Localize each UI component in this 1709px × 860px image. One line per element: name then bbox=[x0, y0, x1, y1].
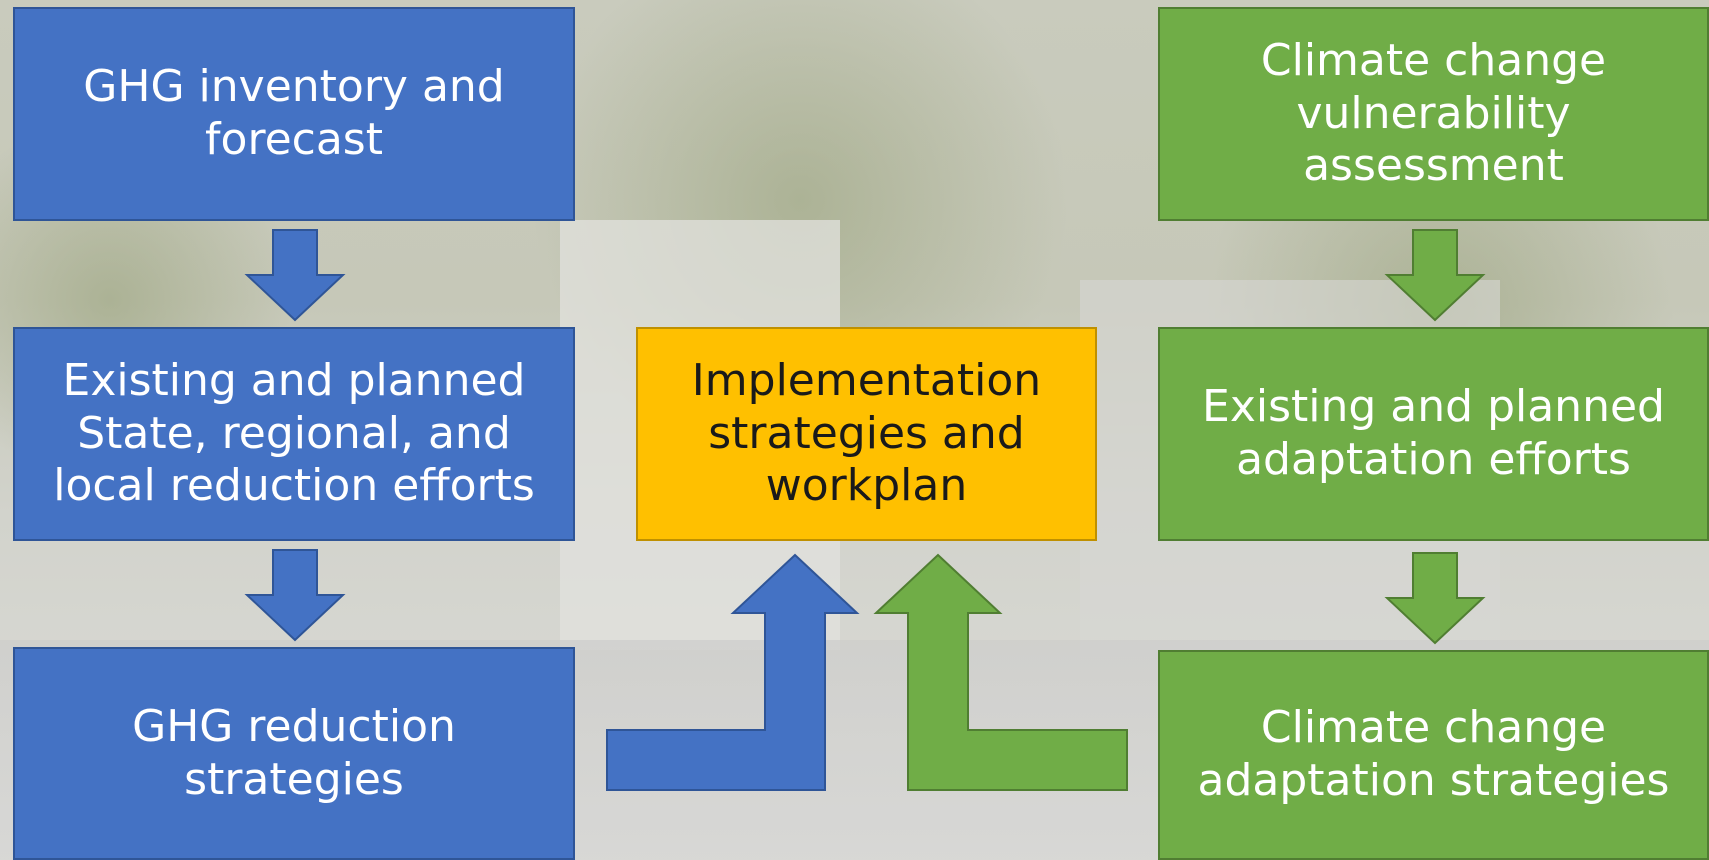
implementation-strategies-label: Implementation strategies and workplan bbox=[691, 354, 1042, 512]
down-arrow-icon bbox=[244, 229, 346, 322]
down-arrow-icon bbox=[1384, 229, 1486, 322]
adaptation-strategies-label: Climate change adaptation strategies bbox=[1197, 702, 1670, 806]
existing-reduction-efforts-box: Existing and planned State, regional, an… bbox=[13, 327, 575, 541]
ghg-inventory-box: GHG inventory and forecast bbox=[13, 7, 575, 221]
implementation-strategies-box: Implementation strategies and workplan bbox=[636, 327, 1097, 541]
existing-reduction-efforts-label: Existing and planned State, regional, an… bbox=[53, 354, 535, 512]
green-bent-up-arrow-icon bbox=[873, 553, 1128, 791]
ghg-reduction-strategies-box: GHG reduction strategies bbox=[13, 647, 575, 860]
blue-bent-up-arrow-icon bbox=[606, 553, 860, 791]
down-arrow-icon bbox=[244, 549, 346, 642]
ghg-inventory-label: GHG inventory and forecast bbox=[83, 61, 505, 165]
vulnerability-assessment-label: Climate change vulnerability assessment bbox=[1260, 34, 1607, 192]
existing-adaptation-efforts-box: Existing and planned adaptation efforts bbox=[1158, 327, 1709, 541]
existing-adaptation-efforts-label: Existing and planned adaptation efforts bbox=[1202, 381, 1665, 485]
down-arrow-icon bbox=[1384, 552, 1486, 645]
ghg-reduction-strategies-label: GHG reduction strategies bbox=[132, 700, 456, 805]
vulnerability-assessment-box: Climate change vulnerability assessment bbox=[1158, 7, 1709, 221]
adaptation-strategies-box: Climate change adaptation strategies bbox=[1158, 650, 1709, 860]
